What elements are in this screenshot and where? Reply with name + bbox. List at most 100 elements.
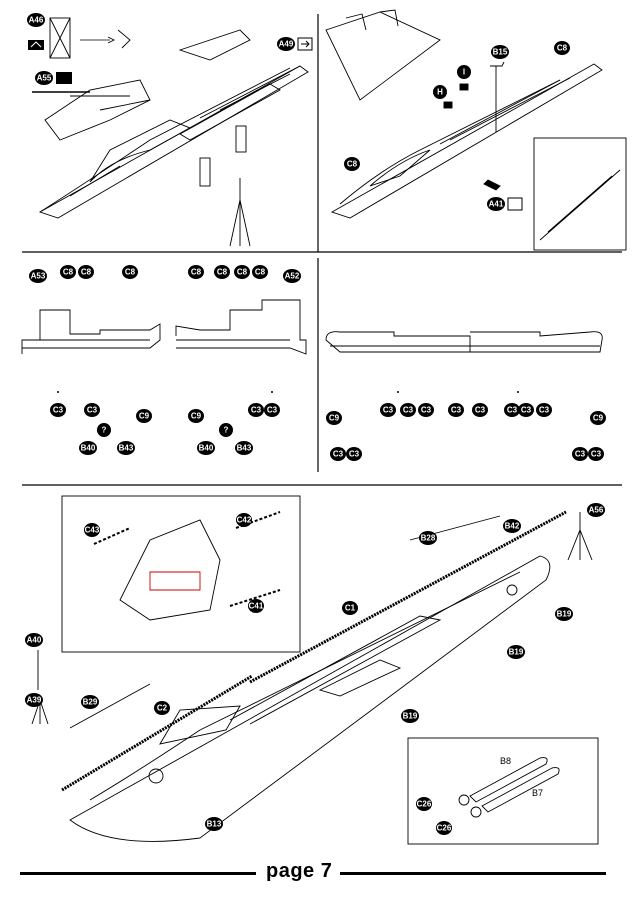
badge-label: B19 — [403, 712, 418, 721]
badge-c8-a: C8 — [554, 41, 570, 55]
badge-b13: B13 — [205, 817, 223, 831]
badge-label: C3 — [53, 406, 64, 415]
badge-c26-a: C26 — [416, 797, 432, 811]
badge-label: C3 — [403, 406, 414, 415]
badge-label: A56 — [589, 506, 604, 515]
badge-label: C2 — [157, 704, 168, 713]
badge-b43-2: B43 — [235, 441, 253, 455]
badge-a56: A56 — [587, 503, 605, 517]
badge-label: C8 — [191, 268, 202, 277]
badge-b40-2: B40 — [197, 441, 215, 455]
badge-label: C3 — [267, 406, 278, 415]
badge-a39: A39 — [25, 693, 43, 707]
badge-c3-2: C3 — [84, 403, 100, 417]
badge-label: C9 — [191, 412, 202, 421]
badge-c8-5: C8 — [234, 265, 250, 279]
badge-h: H — [433, 85, 447, 99]
badge-label: C8 — [63, 268, 74, 277]
badge-label: C8 — [217, 268, 228, 277]
badge-label: H — [437, 88, 443, 97]
badge-label: C43 — [85, 526, 100, 535]
badge-label: A55 — [37, 74, 52, 83]
p4-badge-0: C9 — [326, 411, 342, 425]
panel-2-hull-deck — [325, 9, 627, 251]
badge-label: C26 — [437, 824, 452, 833]
badge-label: B40 — [199, 444, 214, 453]
badge-label: B19 — [509, 648, 524, 657]
p4-badge-3: C3 — [380, 403, 396, 417]
badge-b40-1: B40 — [79, 441, 97, 455]
badge-label: C3 — [87, 406, 98, 415]
badge-label: C3 — [383, 406, 394, 415]
badge-question-1: ? — [97, 423, 111, 437]
badge-label: C3 — [539, 406, 550, 415]
badge-c1: C1 — [342, 601, 358, 615]
badge-c8-6: C8 — [252, 265, 268, 279]
badge-c43: C43 — [84, 523, 100, 537]
p4-badge-10: C3 — [536, 403, 552, 417]
badge-question-2: ? — [219, 423, 233, 437]
p4-badge-8: C3 — [504, 403, 520, 417]
badge-a41: A41 — [487, 197, 505, 211]
panel-dividers — [22, 14, 622, 486]
panel-3-badges: A53 C8 C8 C8 C8 C8 C8 C8 A52 C3 C3 C9 C9… — [29, 265, 301, 455]
badge-c3-4: C3 — [264, 403, 280, 417]
p4-badge-6: C3 — [448, 403, 464, 417]
badge-label: C3 — [575, 450, 586, 459]
badge-label: C8 — [237, 268, 248, 277]
panel-5-main-hull — [31, 510, 593, 842]
p4-badge-7: C3 — [472, 403, 488, 417]
badge-b15: B15 — [491, 45, 509, 59]
badge-c41: C41 — [248, 599, 264, 613]
badge-c3-3: C3 — [248, 403, 264, 417]
badge-label: A53 — [31, 272, 46, 281]
panel-4-badges: C9 C3 C3 C3 C3 C3 C3 C3 C3 C3 C3 C3 C3 C… — [326, 391, 606, 461]
badge-label: A49 — [279, 40, 294, 49]
badge-label: B28 — [421, 534, 436, 543]
badge-label: C3 — [349, 450, 360, 459]
p4-badge-2: C3 — [346, 447, 362, 461]
badge-label: B19 — [557, 610, 572, 619]
badge-label: C3 — [451, 406, 462, 415]
panel-2-badges: B15 C8 I H C8 A41 — [344, 41, 570, 211]
badge-b19-a: B19 — [401, 709, 419, 723]
badge-label: B29 — [83, 698, 98, 707]
badge-c9-1: C9 — [136, 409, 152, 423]
badge-a55: A55 — [35, 71, 53, 85]
panel-5-badges: C43 C42 C41 A40 A39 B29 C2 B13 C1 B19 B2… — [25, 503, 605, 835]
badge-label: B13 — [207, 820, 222, 829]
badge-a40: A40 — [25, 633, 43, 647]
p4-badge-4: C3 — [400, 403, 416, 417]
badge-label: B43 — [119, 444, 134, 453]
badge-label: C8 — [125, 268, 136, 277]
label-b8: B8 — [500, 756, 511, 766]
badge-c9-2: C9 — [188, 409, 204, 423]
badge-label: C3 — [421, 406, 432, 415]
badge-label: A41 — [489, 200, 504, 209]
panel-4-deck-strips — [325, 331, 603, 353]
badge-label: C8 — [81, 268, 92, 277]
panel-5-torpedo-inset — [407, 737, 599, 845]
badge-b28: B28 — [419, 531, 437, 545]
badge-a46: A46 — [27, 13, 45, 27]
badge-label: A52 — [285, 272, 300, 281]
badge-label: C3 — [507, 406, 518, 415]
badge-label: A46 — [29, 16, 44, 25]
p4-badge-11: C3 — [572, 447, 588, 461]
badge-b42: B42 — [503, 519, 521, 533]
badge-label: C41 — [249, 602, 264, 611]
badge-label: B15 — [493, 48, 508, 57]
badge-label: C3 — [591, 450, 602, 459]
badge-i: I — [457, 65, 471, 79]
p4-badge-15: C3 — [517, 391, 519, 393]
badge-c8-7: C8 — [214, 265, 230, 279]
badge-label: C9 — [593, 414, 604, 423]
p4-badge-1: C3 — [330, 447, 346, 461]
badge-a53: A53 — [29, 269, 47, 283]
page-number: page 7 — [266, 860, 333, 882]
badge-label: ? — [102, 426, 107, 435]
badge-c8-2: C8 — [78, 265, 94, 279]
badge-c8-3: C8 — [122, 265, 138, 279]
badge-label: C3 — [475, 406, 486, 415]
